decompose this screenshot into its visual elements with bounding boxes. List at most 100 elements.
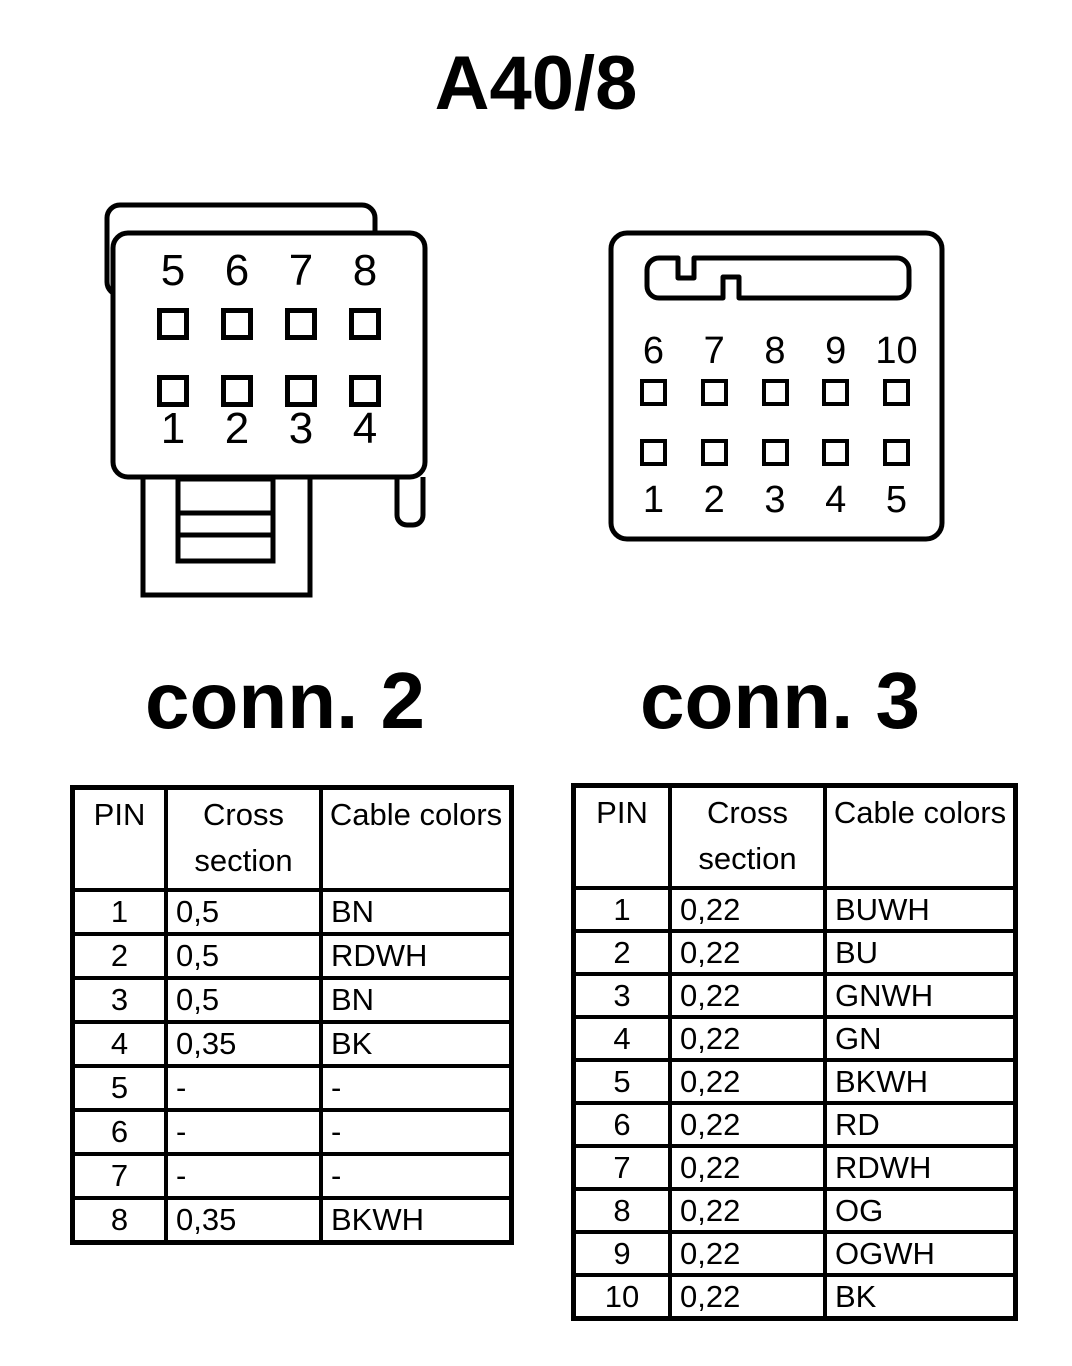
table-cell: - (319, 1064, 514, 1112)
table-cell: BN (319, 976, 514, 1024)
pin-number-label: 1 (642, 478, 665, 521)
table-cell: - (164, 1108, 323, 1156)
table-cell: 0,22 (668, 972, 827, 1019)
connector-2-caption: conn. 2 (144, 656, 426, 745)
page-title: A40/8 (434, 41, 638, 126)
table-cell: 8 (70, 1196, 168, 1245)
pin-square (822, 379, 850, 406)
pin-number-label: 6 (224, 246, 250, 295)
table-cell: RDWH (319, 932, 514, 980)
pin-number-label: 2 (224, 404, 250, 453)
pin-square (700, 439, 728, 466)
pin-square (285, 308, 317, 340)
pin-square (640, 379, 667, 406)
table-cell: OGWH (823, 1230, 1018, 1277)
table-cell: 6 (70, 1108, 168, 1156)
table-cell: - (319, 1152, 514, 1200)
column-header: Cable colors (823, 783, 1018, 890)
table-row: 7-- (70, 1152, 514, 1200)
table-cell: 1 (571, 886, 672, 933)
pin-number-label: 9 (825, 329, 847, 372)
pin-number-label: 3 (288, 404, 314, 453)
pin-square (883, 439, 910, 466)
table-cell: 2 (70, 932, 168, 980)
table-cell: BUWH (823, 886, 1018, 933)
pin-number-label: 7 (288, 246, 314, 295)
pin-number-label: 5 (885, 478, 908, 521)
column-header: Cross section (164, 785, 323, 892)
table-cell: 0,35 (164, 1196, 323, 1245)
table-cell: 5 (571, 1058, 672, 1105)
table-cell: 2 (571, 929, 672, 976)
table-cell: 3 (571, 972, 672, 1019)
table-row: 6-- (70, 1108, 514, 1156)
table-cell: 0,35 (164, 1020, 323, 1068)
table-cell: 8 (571, 1187, 672, 1234)
table-cell: GNWH (823, 972, 1018, 1019)
pin-number-label: 1 (160, 404, 186, 453)
table-cell: 0,22 (668, 1230, 827, 1277)
pin-square (883, 379, 910, 406)
pin-number-label: 10 (875, 329, 918, 372)
table-cell: 0,22 (668, 1273, 827, 1321)
table-cell: 0,22 (668, 1058, 827, 1105)
table-cell: 3 (70, 976, 168, 1024)
table-cell: BU (823, 929, 1018, 976)
pin-number-label: 4 (825, 478, 847, 521)
table-cell: 0,22 (668, 929, 827, 976)
pin-number-label: 6 (642, 329, 665, 372)
column-header: PIN (70, 785, 168, 892)
table-cell: GN (823, 1015, 1018, 1062)
pin-square-row (640, 379, 910, 406)
pin-square-row (157, 308, 381, 340)
pin-square (285, 375, 317, 407)
pin-number-label: 4 (352, 404, 378, 453)
pin-square-row (640, 439, 910, 466)
pin-number-label: 8 (764, 329, 786, 372)
pin-number-label: 3 (764, 478, 786, 521)
pin-square (349, 375, 381, 407)
table-cell: 0,22 (668, 886, 827, 933)
table-cell: BKWH (823, 1058, 1018, 1105)
pin-square (640, 439, 667, 466)
table-row: 5-- (70, 1064, 514, 1112)
table-cell: 0,22 (668, 1187, 827, 1234)
table-cell: 5 (70, 1064, 168, 1112)
pin-square (349, 308, 381, 340)
pin-number-label: 2 (703, 478, 725, 521)
pin-square (221, 375, 253, 407)
table-cell: BKWH (319, 1196, 514, 1245)
table-cell: 1 (70, 888, 168, 936)
table-cell: 4 (571, 1015, 672, 1062)
table-cell: RDWH (823, 1144, 1018, 1191)
table-cell: - (319, 1108, 514, 1156)
table-cell: 0,22 (668, 1015, 827, 1062)
pin-square-row (157, 375, 381, 407)
pin-square (221, 308, 253, 340)
column-header: PIN (571, 783, 672, 890)
pin-square (157, 308, 189, 340)
table-cell: 0,5 (164, 932, 323, 980)
